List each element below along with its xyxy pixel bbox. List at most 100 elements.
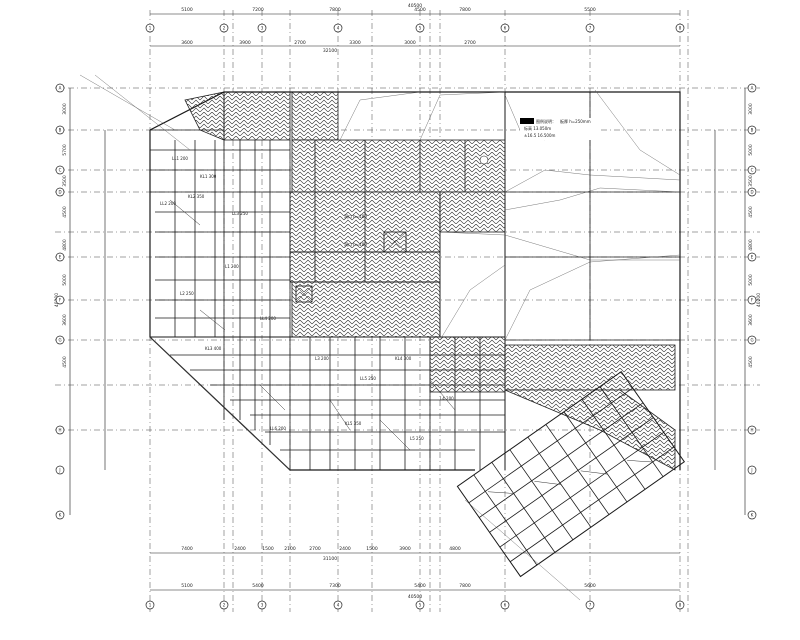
right-dimension: 4500 bbox=[748, 356, 754, 368]
beam-tag: KL2 350 bbox=[188, 194, 205, 199]
axis-bubble-label: C bbox=[751, 168, 754, 173]
bottom-dimension: 5100 bbox=[181, 583, 193, 589]
room-diagonal bbox=[199, 309, 226, 331]
axis-bubble-label: B bbox=[751, 128, 754, 133]
opening-label: 洞口 h=400 bbox=[344, 241, 367, 247]
beam-tag: L1 200 bbox=[225, 264, 239, 269]
beam-tag: KL4 300 bbox=[395, 356, 412, 361]
bottom-dimension-line bbox=[150, 552, 680, 591]
top-subdimension: 2700 bbox=[464, 40, 476, 46]
axis-bubble bbox=[675, 600, 685, 610]
wing-beam bbox=[473, 474, 538, 566]
room-diagonal bbox=[259, 384, 286, 411]
axis-bubble bbox=[747, 295, 757, 305]
legend-line1: 板厚 h=250mm bbox=[560, 118, 591, 124]
axis-bubble bbox=[55, 83, 65, 93]
axis-bubble bbox=[585, 600, 595, 610]
axis-bubble-label: G bbox=[58, 338, 61, 343]
room-diagonal bbox=[429, 379, 456, 411]
bottom-subdimension: 2400 bbox=[339, 546, 351, 552]
top-subtotal: 32100 bbox=[323, 48, 337, 54]
right-dimension: 3000 bbox=[748, 103, 754, 115]
room-diagonal bbox=[379, 419, 411, 451]
wing-diagonal bbox=[534, 481, 562, 485]
opening-label: 洞口 h=400 bbox=[344, 213, 367, 219]
axis-bubble bbox=[500, 23, 510, 33]
room-diagonal bbox=[169, 199, 201, 226]
beam-grid bbox=[150, 91, 680, 470]
legend-line2: 标高 13.050m bbox=[524, 125, 551, 131]
wing-beam bbox=[509, 446, 675, 563]
beam-tag: LL3 250 bbox=[232, 211, 248, 216]
axis-bubble bbox=[145, 600, 155, 610]
right-total: 40200 bbox=[756, 293, 762, 307]
wing-beam bbox=[468, 387, 633, 504]
roof-slope-lines bbox=[79, 74, 681, 601]
axis-bubble-label: 6 bbox=[504, 603, 507, 608]
wing-diagonal bbox=[488, 491, 514, 494]
bottom-subdimension: 3900 bbox=[399, 546, 411, 552]
wing-beam bbox=[489, 417, 654, 533]
axis-bubble bbox=[55, 187, 65, 197]
bottom-subtotal: 31100 bbox=[323, 556, 337, 562]
axis-bubble-label: 3 bbox=[261, 26, 264, 31]
axis-bubble bbox=[747, 83, 757, 93]
wing-diagonal bbox=[580, 470, 608, 475]
axis-bubble-label: 5 bbox=[419, 603, 422, 608]
bottom-subdimension: 2100 bbox=[284, 546, 296, 552]
axis-bubble bbox=[585, 23, 595, 33]
beam-tag: L3 200 bbox=[315, 356, 329, 361]
left-dimension-line bbox=[69, 88, 106, 515]
axis-bubble-label: 7 bbox=[589, 603, 592, 608]
bottom-dimension: 7800 bbox=[459, 583, 471, 589]
wing-beam bbox=[478, 402, 644, 518]
axis-bubble-label: F bbox=[751, 298, 754, 303]
beam-tag: L4 200 bbox=[440, 396, 454, 401]
axis-bubble-label: 6 bbox=[504, 26, 507, 31]
beam-tag: LL5 250 bbox=[360, 376, 376, 381]
axis-bubble bbox=[55, 510, 65, 520]
right-dimension: 4500 bbox=[748, 206, 754, 218]
axis-bubble-label: 1 bbox=[149, 26, 152, 31]
axis-bubble-label: 5 bbox=[419, 26, 422, 31]
axis-bubble-label: F bbox=[59, 298, 62, 303]
axis-bubble bbox=[747, 165, 757, 175]
right-dimension: 3500 bbox=[748, 175, 754, 187]
top-subdimension: 3900 bbox=[239, 40, 251, 46]
beam-tag: L2 250 bbox=[180, 291, 194, 296]
axis-bubble-label: 1 bbox=[149, 603, 152, 608]
axis-bubble-label: K bbox=[751, 513, 754, 518]
room-diagonal bbox=[329, 399, 351, 431]
beam-tag: LL6 200 bbox=[270, 426, 286, 431]
top-dimension: 4500 bbox=[414, 7, 426, 13]
axis-bubble bbox=[747, 335, 757, 345]
axis-bubble bbox=[333, 600, 343, 610]
bottom-dimension: 5400 bbox=[252, 583, 264, 589]
legend: 图例说明： 板厚 h=250mm 标高 13.050m ±16.5 16.500… bbox=[520, 118, 600, 140]
left-dimension: 5000 bbox=[62, 274, 68, 286]
axis-bubble bbox=[55, 165, 65, 175]
top-dimension: 7800 bbox=[459, 7, 471, 13]
bottom-subdimension: 1500 bbox=[366, 546, 378, 552]
axis-bubble bbox=[747, 465, 757, 475]
axis-bubble bbox=[415, 600, 425, 610]
axis-bubble-label: H bbox=[58, 428, 61, 433]
beam-tag: KL3 400 bbox=[205, 346, 222, 351]
axis-bubble bbox=[55, 125, 65, 135]
axis-bubble bbox=[257, 23, 267, 33]
axis-bubble-label: E bbox=[751, 255, 754, 260]
beam-tag: KL1 300 bbox=[200, 174, 217, 179]
bottom-dimension: 5400 bbox=[414, 583, 426, 589]
top-dimension-line bbox=[150, 13, 680, 47]
axis-bubble bbox=[55, 335, 65, 345]
wing-beam bbox=[545, 424, 610, 515]
axis-bubble bbox=[55, 465, 65, 475]
axis-bubble-label: 8 bbox=[679, 26, 682, 31]
right-dimension: 4800 bbox=[748, 239, 754, 251]
left-dimension: 5700 bbox=[62, 144, 68, 156]
beam-tag: LL4 200 bbox=[260, 316, 276, 321]
axis-bubble bbox=[55, 295, 65, 305]
left-dimension: 4500 bbox=[62, 206, 68, 218]
